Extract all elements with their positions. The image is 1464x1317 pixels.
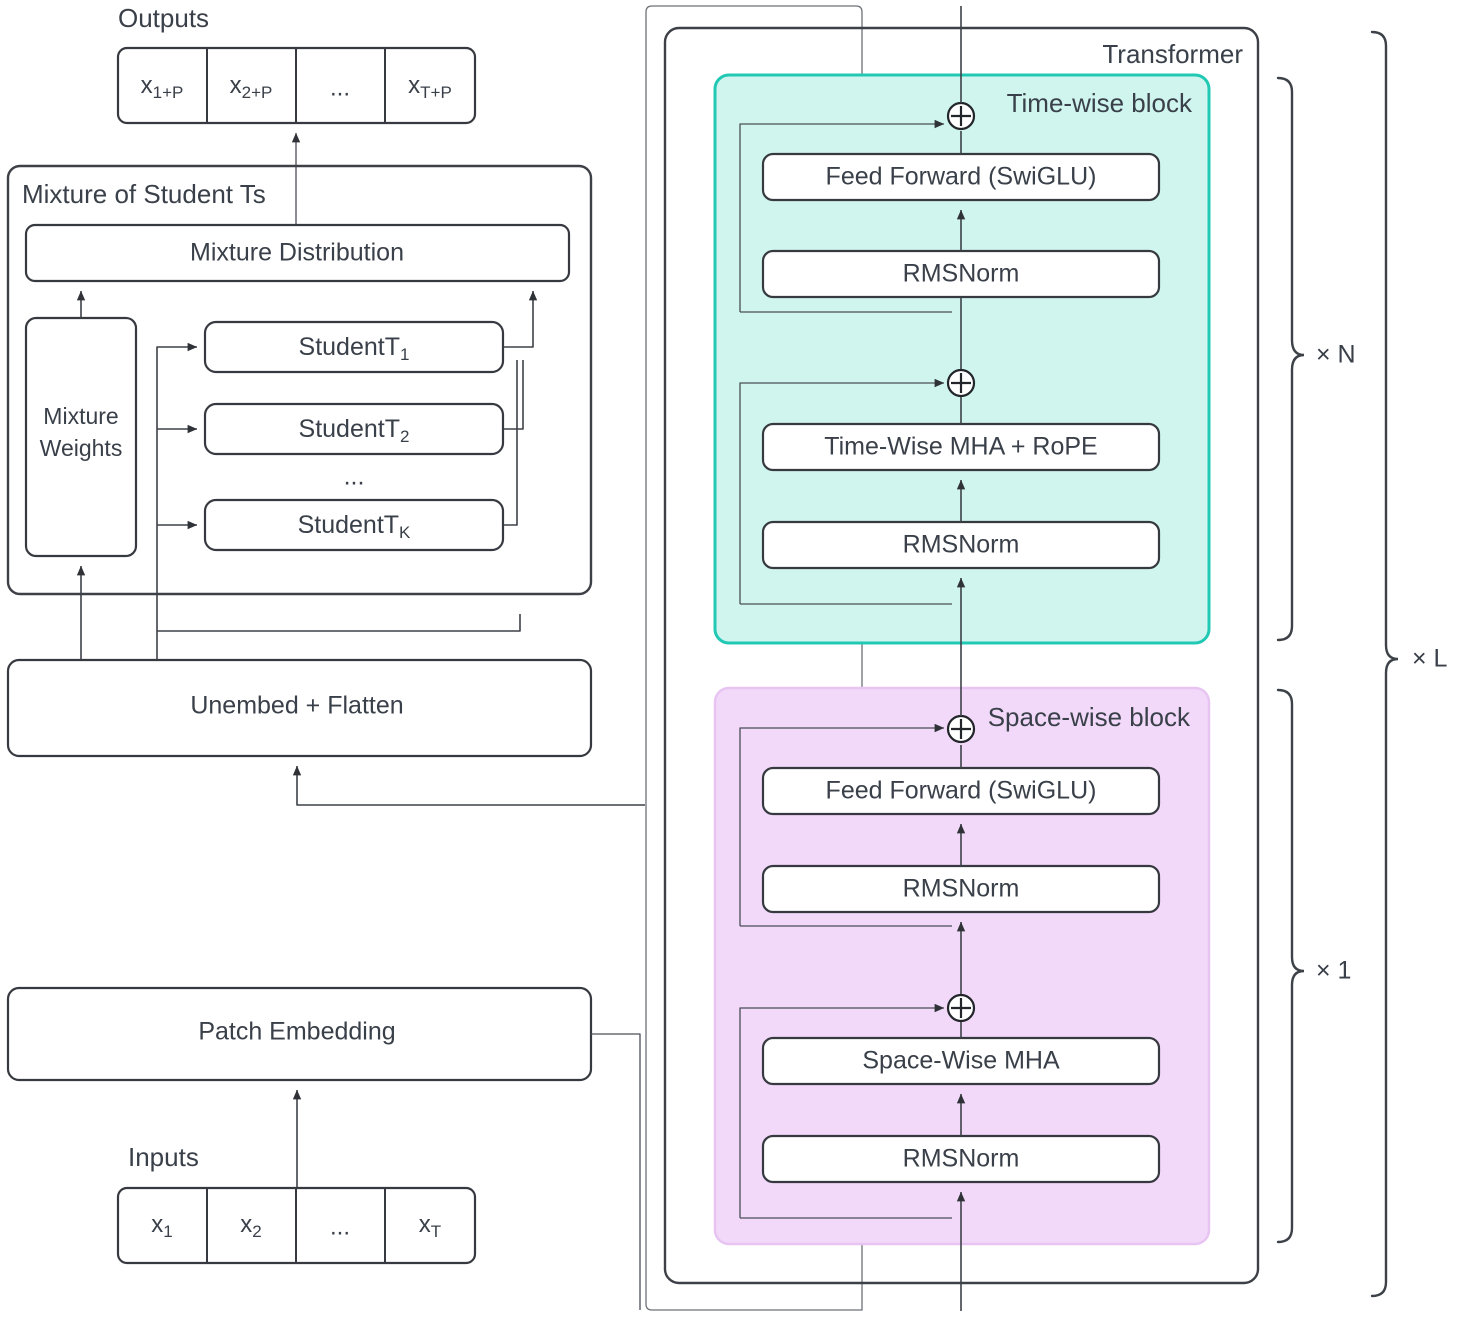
time-rmsnorm-bottom-label: RMSNorm [903,531,1020,559]
space-feed-forward-label: Feed Forward (SwiGLU) [826,777,1097,805]
studentt-ellipsis: ... [344,463,365,491]
mixture-of-student-ts-group [6,164,593,596]
studentt-2-label: StudentT2 [299,415,410,447]
space-ffn-residual-path [739,723,945,926]
unembed-flatten-box[interactable] [6,658,593,758]
time-ffn-residual-add-operator [946,101,976,131]
space-rmsnorm-top-label: RMSNorm [903,875,1020,903]
brace-times-1 [1276,688,1305,1244]
space-mha-residual-path [739,1003,945,1218]
outputs-title: Outputs [118,3,209,33]
multiplier-times-1-label: × 1 [1316,957,1351,985]
mixture-distribution-box[interactable] [24,223,571,283]
studentt-k-label: StudentTK [298,511,411,543]
connector-bus-to-studentt-1 [156,342,198,631]
output-token-3: xT+P [408,72,452,102]
connector-studentt-1-to-distribution [503,290,538,348]
input-token-0: x1 [151,1211,172,1241]
inputs-title: Inputs [128,1142,199,1172]
output-token-ellipsis: ... [330,74,350,101]
space-rmsnorm-bottom-label: RMSNorm [903,1145,1020,1173]
multiplier-times-n-label: × N [1316,341,1356,369]
output-token-0: x1+P [141,72,184,102]
time-ffn-residual-path [739,119,945,312]
studentt-1-label: StudentT1 [299,333,410,365]
output-token-1: x2+P [230,72,273,102]
patch-embedding-label: Patch Embedding [198,1018,395,1046]
mixture-of-student-ts-title: Mixture of Student Ts [22,179,266,209]
brace-times-n [1276,76,1305,642]
outputs-token-row: x1+P x2+P ... xT+P [116,46,477,125]
transformer-io-wrapper-right [652,5,863,1311]
connector-studentt-2-to-rail [503,360,524,430]
space-mha-residual-add-operator [946,993,976,1023]
connector-transformer-to-unembed [292,765,645,806]
input-token-ellipsis: ... [330,1213,350,1240]
brace-times-l [1370,30,1399,1298]
space-wise-block-panel [713,686,1211,1246]
input-token-1: x2 [240,1211,261,1241]
mixture-weights-label-line1: Mixture [43,403,118,429]
inputs-token-row: x1 x2 ... xT [116,1186,477,1265]
time-wise-block-title: Time-wise block [1007,88,1193,118]
time-feed-forward-label: Feed Forward (SwiGLU) [826,163,1097,191]
input-token-3: xT [419,1211,441,1241]
transformer-io-wrapper-left [645,5,653,1311]
multiplier-times-l-label: × L [1412,645,1448,673]
space-wise-mha-label: Space-Wise MHA [862,1047,1060,1075]
space-wise-block-title: Space-wise block [988,702,1191,732]
time-rmsnorm-top-label: RMSNorm [903,260,1020,288]
time-wise-block-panel [713,73,1211,645]
connector-studentt-k-to-rail [503,360,518,526]
time-mha-residual-path [739,378,945,604]
mixture-distribution-label: Mixture Distribution [190,239,404,267]
connector-bus-horizontal [157,614,521,632]
transformer-title: Transformer [1102,39,1243,69]
connector-patch-to-transformer [591,1033,641,1310]
unembed-flatten-label: Unembed + Flatten [190,692,403,720]
time-wise-mha-label: Time-Wise MHA + RoPE [824,433,1097,461]
mixture-weights-label-line2: Weights [40,435,123,461]
space-ffn-residual-add-operator [946,714,976,744]
time-mha-residual-add-operator [946,368,976,398]
